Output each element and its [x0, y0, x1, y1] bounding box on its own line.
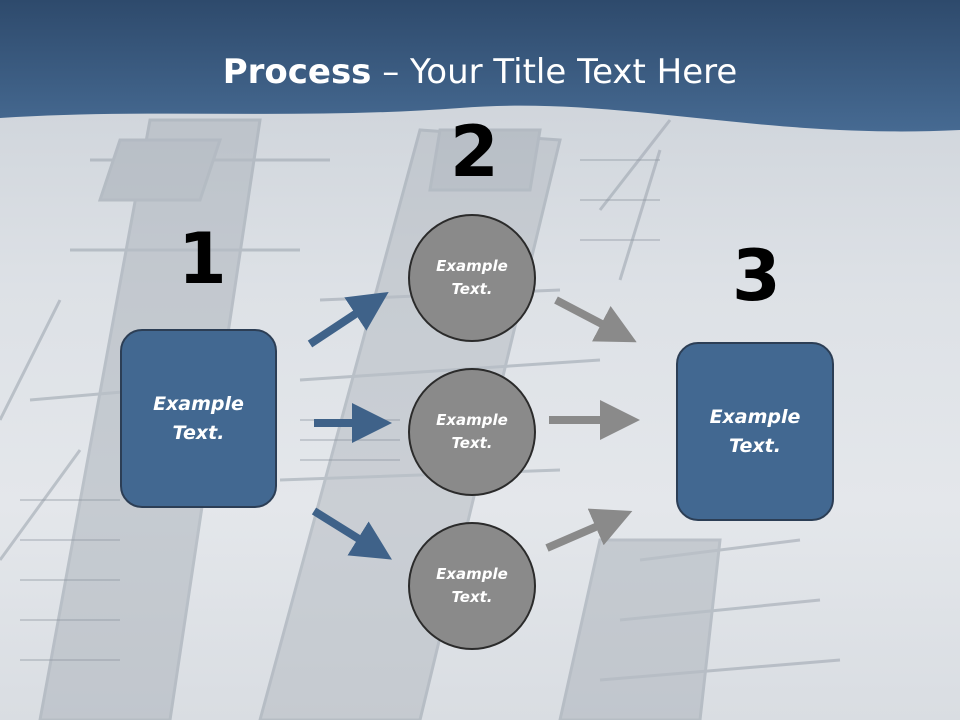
- step-1-box: Example Text.: [120, 329, 277, 508]
- slide-title: Process – Your Title Text Here: [0, 52, 960, 92]
- step-2-circle-top: Example Text.: [408, 214, 536, 342]
- step-2-circle-bottom: Example Text.: [408, 522, 536, 650]
- step-number-3: 3: [732, 235, 781, 317]
- title-bold: Process: [222, 52, 372, 92]
- step-number-2: 2: [450, 111, 499, 193]
- step-number-1: 1: [178, 218, 227, 300]
- title-rest: – Your Title Text Here: [371, 52, 738, 92]
- step-2-circle-middle: Example Text.: [408, 368, 536, 496]
- step-3-box: Example Text.: [676, 342, 834, 521]
